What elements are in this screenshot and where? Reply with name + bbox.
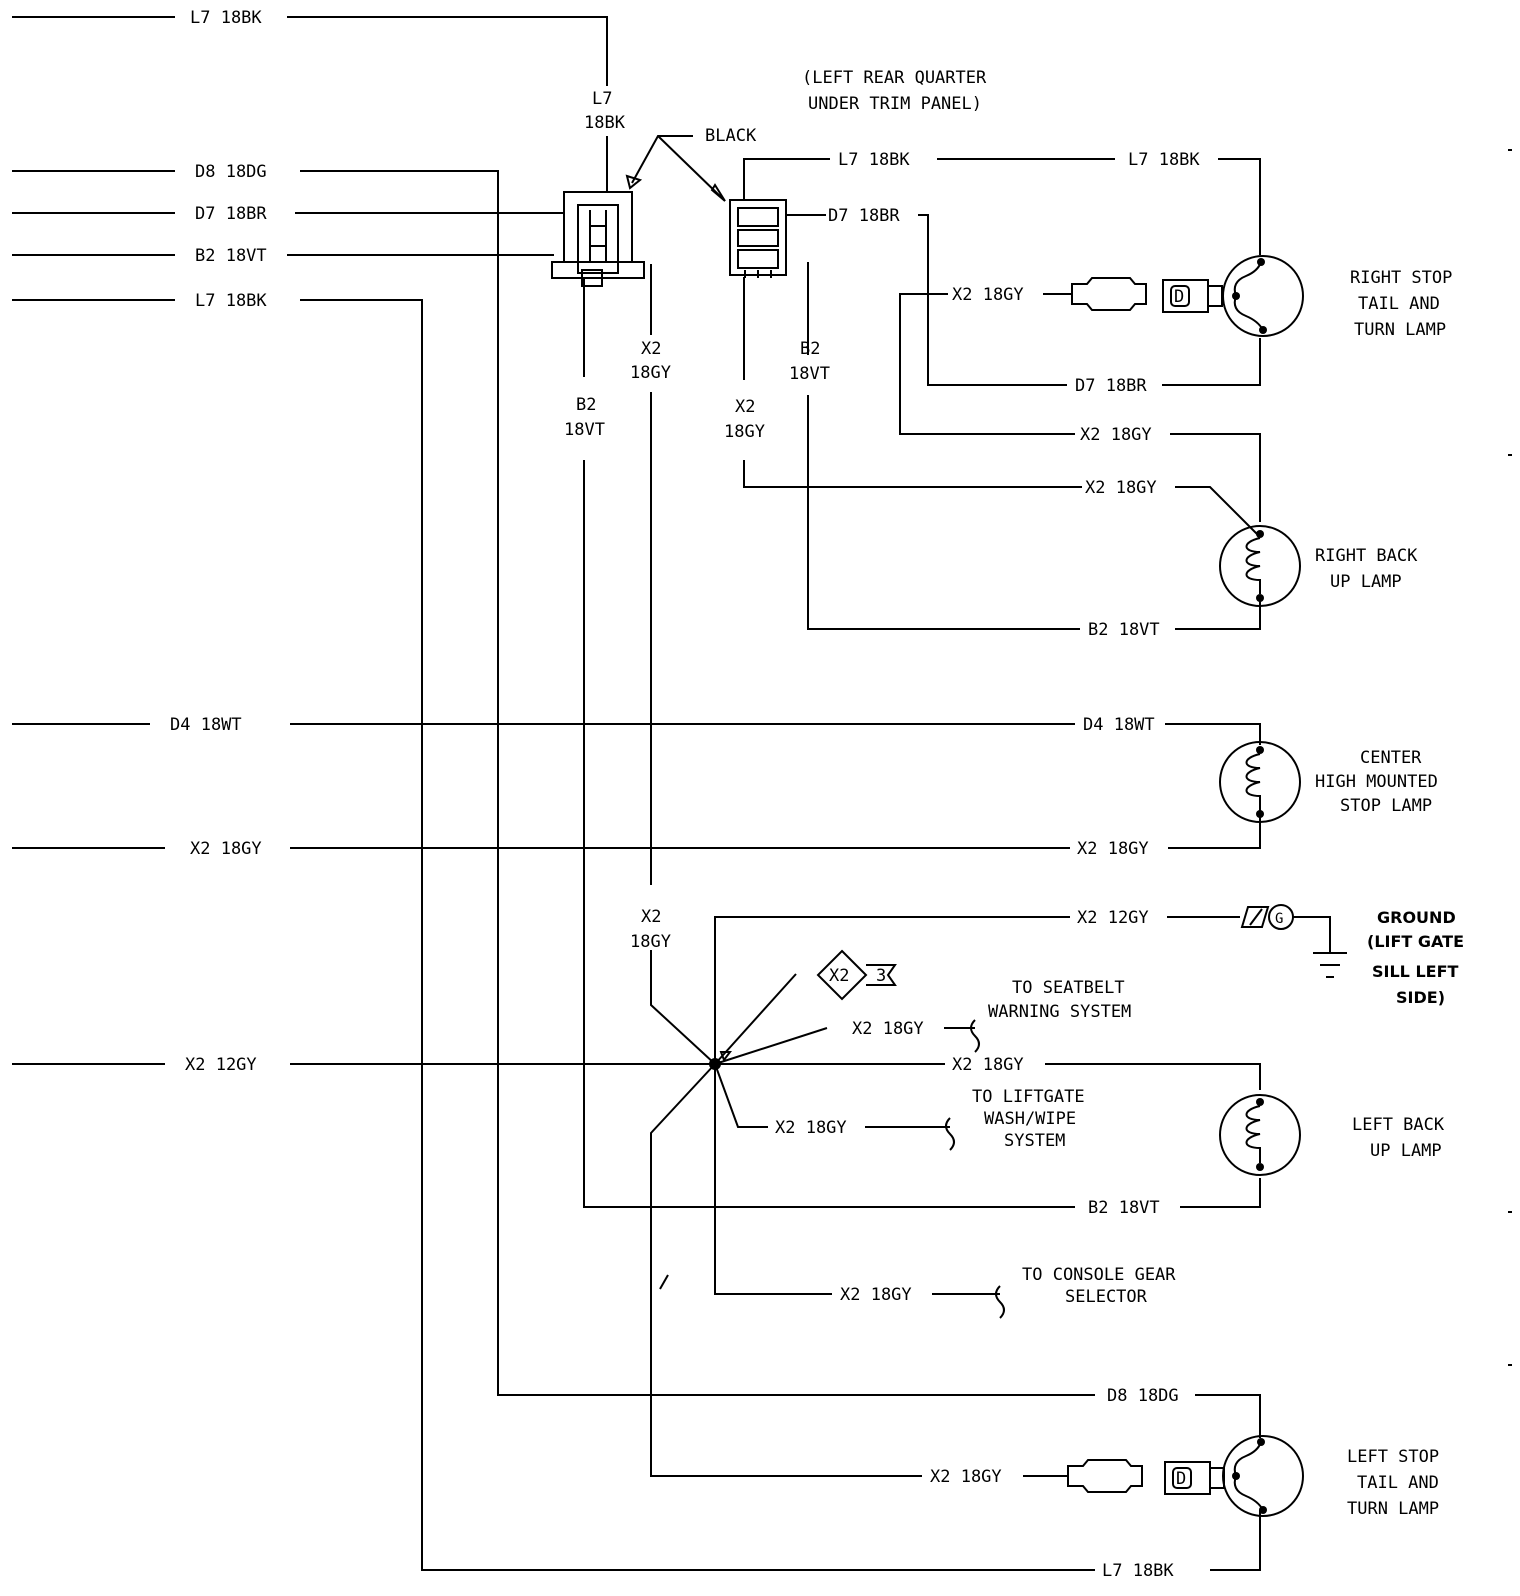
wire-label: X2: [735, 397, 755, 417]
wire-label: X2: [641, 907, 661, 927]
svg-text:SELECTOR: SELECTOR: [1065, 1287, 1148, 1307]
wire-label: X2 18GY: [1077, 839, 1149, 859]
svg-text:UP LAMP: UP LAMP: [1330, 572, 1402, 592]
wire-label: L7: [592, 89, 612, 109]
svg-text:TAIL AND: TAIL AND: [1357, 1473, 1439, 1493]
wire-label: L7 18BK: [195, 291, 267, 311]
svg-text:RIGHT STOP: RIGHT STOP: [1350, 268, 1452, 288]
svg-text:LEFT STOP: LEFT STOP: [1347, 1447, 1439, 1467]
label-ground: GROUND (LIFT GATE SILL LEFT SIDE): [1367, 908, 1464, 1007]
svg-text:(LIFT GATE: (LIFT GATE: [1367, 932, 1464, 951]
wire-label: X2 18GY: [190, 839, 262, 859]
wire-label: X2 18GY: [930, 1467, 1002, 1487]
lamp-center-high: [1219, 741, 1301, 823]
wire-label: D7 18BR: [828, 206, 900, 226]
wire-label: X2 18GY: [852, 1019, 924, 1039]
lamp-left-stop: [1222, 1435, 1304, 1517]
svg-text:SIDE): SIDE): [1396, 988, 1445, 1007]
wire-label: B2: [576, 395, 596, 415]
black-arrows: [625, 135, 726, 202]
wire-label: X2 12GY: [1077, 908, 1149, 928]
label-right-stop-lamp: RIGHT STOP TAIL AND TURN LAMP: [1350, 268, 1452, 340]
wire-label: B2: [800, 339, 820, 359]
svg-text:RIGHT BACK: RIGHT BACK: [1315, 546, 1418, 566]
wire-label: 18VT: [789, 364, 830, 384]
label-center-high-mounted-stop-lamp: CENTER HIGH MOUNTED STOP LAMP: [1315, 748, 1438, 816]
svg-text:TO LIFTGATE: TO LIFTGATE: [972, 1087, 1085, 1107]
lamp-right-stop: [1222, 255, 1304, 337]
svg-text:TO SEATBELT: TO SEATBELT: [1012, 978, 1125, 998]
label-right-backup-lamp: RIGHT BACK UP LAMP: [1315, 546, 1418, 592]
connector-color-label: BLACK: [705, 126, 757, 146]
wire-label: 18BK: [584, 113, 626, 133]
svg-text:SILL LEFT: SILL LEFT: [1372, 962, 1458, 981]
svg-text:G: G: [1275, 911, 1283, 927]
wire-label: X2 18GY: [952, 1055, 1024, 1075]
svg-text:TURN LAMP: TURN LAMP: [1347, 1499, 1439, 1519]
wire-label: L7 18BK: [1102, 1561, 1174, 1581]
plug-letter-right: D: [1174, 287, 1184, 307]
wire-label: 18GY: [630, 363, 671, 383]
label-left-backup-lamp: LEFT BACK UP LAMP: [1352, 1115, 1445, 1161]
wire-label: B2 18VT: [1088, 620, 1160, 640]
svg-text:SYSTEM: SYSTEM: [1004, 1131, 1065, 1151]
svg-text:HIGH MOUNTED: HIGH MOUNTED: [1315, 772, 1438, 792]
svg-text:STOP LAMP: STOP LAMP: [1340, 796, 1432, 816]
svg-text:3: 3: [876, 966, 886, 986]
svg-text:LEFT BACK: LEFT BACK: [1352, 1115, 1445, 1135]
svg-text:WARNING SYSTEM: WARNING SYSTEM: [988, 1002, 1131, 1022]
splice-point: [709, 1058, 721, 1070]
plug-right: D: [1071, 277, 1223, 313]
lamp-right-back: [1219, 525, 1301, 607]
wire-label: X2 12GY: [185, 1055, 257, 1075]
ground-symbol: G: [1240, 904, 1347, 978]
wire-label: D7 18BR: [1075, 376, 1147, 396]
wires: [12, 16, 1331, 1571]
plug-letter-left: D: [1176, 1469, 1186, 1489]
wire-label: D8 18DG: [195, 162, 267, 182]
location-note: (LEFT REAR QUARTER UNDER TRIM PANEL): [802, 68, 987, 114]
wire-label: D7 18BR: [195, 204, 267, 224]
label-console-gear-selector: TO CONSOLE GEAR SELECTOR: [1022, 1265, 1176, 1307]
wire-label: L7 18BK: [190, 8, 262, 28]
note-line-1: (LEFT REAR QUARTER: [802, 68, 987, 88]
wire-label: 18GY: [630, 932, 671, 952]
svg-text:WASH/WIPE: WASH/WIPE: [984, 1109, 1076, 1129]
wire-label: X2: [641, 339, 661, 359]
wire-label: X2 18GY: [1085, 478, 1157, 498]
label-left-stop-lamp: LEFT STOP TAIL AND TURN LAMP: [1347, 1447, 1439, 1519]
wire-label: 18GY: [724, 422, 765, 442]
label-liftgate-wash-wipe: TO LIFTGATE WASH/WIPE SYSTEM: [972, 1087, 1085, 1151]
plug-left: D: [1067, 1459, 1225, 1495]
svg-text:GROUND: GROUND: [1377, 908, 1456, 927]
wire-label: L7 18BK: [1128, 150, 1200, 170]
svg-text:TURN LAMP: TURN LAMP: [1354, 320, 1446, 340]
svg-text:CENTER: CENTER: [1360, 748, 1422, 768]
wire-label: L7 18BK: [838, 150, 910, 170]
wire-label: D8 18DG: [1107, 1386, 1179, 1406]
wire-label: B2 18VT: [195, 246, 267, 266]
svg-text:X2: X2: [829, 966, 849, 986]
wire-label: B2 18VT: [1088, 1198, 1160, 1218]
lamp-left-back: [1219, 1094, 1301, 1176]
note-line-2: UNDER TRIM PANEL): [808, 94, 982, 114]
splice-label: X2 3: [816, 949, 897, 1001]
wire-label: X2 18GY: [840, 1285, 912, 1305]
svg-text:TAIL AND: TAIL AND: [1358, 294, 1440, 314]
connector-right: [729, 199, 826, 278]
wire-label: X2 18GY: [952, 285, 1024, 305]
wire-label: D4 18WT: [170, 715, 242, 735]
svg-text:UP LAMP: UP LAMP: [1370, 1141, 1442, 1161]
wire-label: D4 18WT: [1083, 715, 1155, 735]
wire-label: 18VT: [564, 420, 605, 440]
wire-label: X2 18GY: [775, 1118, 847, 1138]
wire-label: X2 18GY: [1080, 425, 1152, 445]
svg-text:TO CONSOLE GEAR: TO CONSOLE GEAR: [1022, 1265, 1176, 1285]
connector-left: [551, 191, 645, 287]
label-seatbelt-warning: TO SEATBELT WARNING SYSTEM: [988, 978, 1131, 1022]
